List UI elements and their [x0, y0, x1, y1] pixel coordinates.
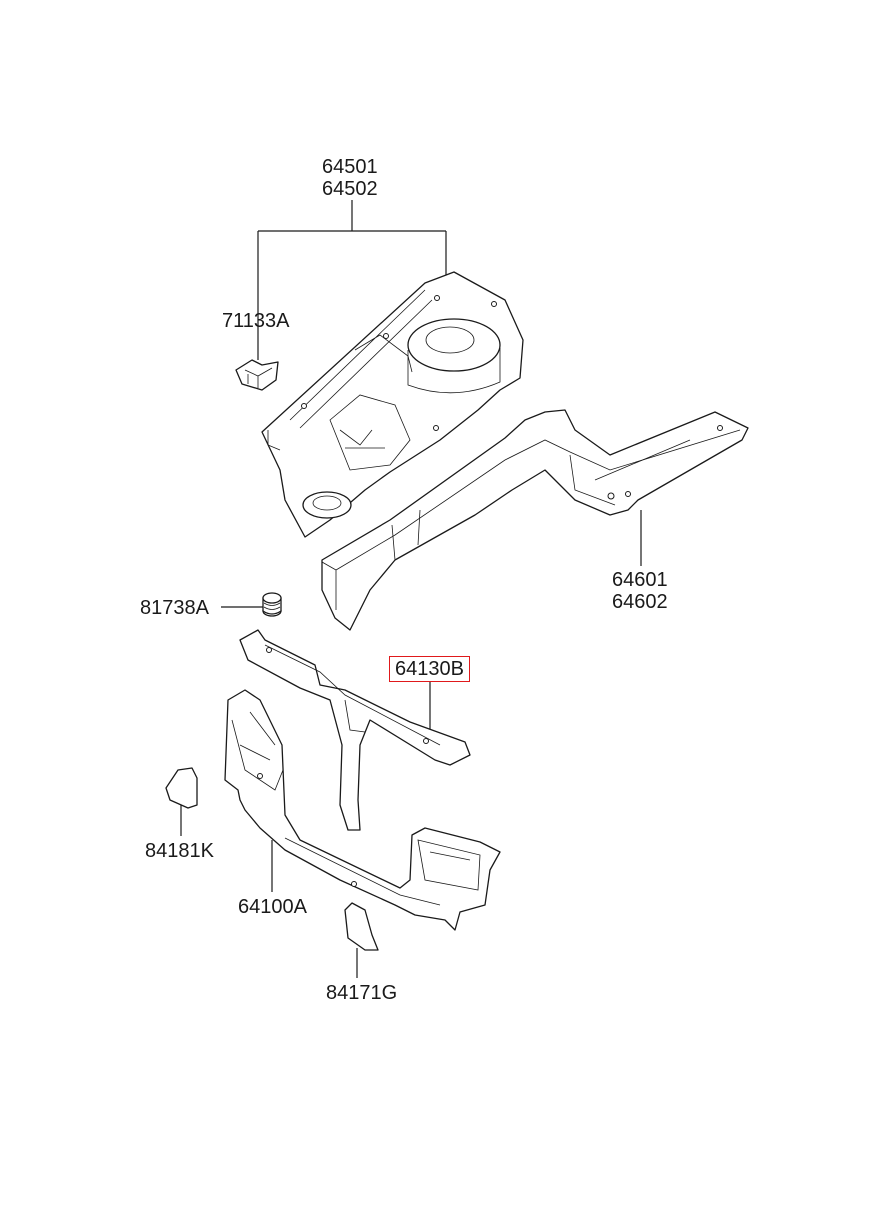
label-64501[interactable]: 64501	[322, 156, 378, 178]
leader-64501	[257, 200, 447, 360]
label-64601[interactable]: 64601	[612, 569, 668, 591]
label-64130B-highlighted[interactable]: 64130B	[389, 656, 470, 682]
label-84181K[interactable]: 84181K	[145, 840, 214, 862]
label-64602[interactable]: 64602	[612, 591, 668, 613]
pad-84171G	[344, 902, 379, 951]
wheel-house-panel-64501	[261, 271, 524, 538]
carrier-assembly-64100A	[224, 689, 501, 931]
label-64100A[interactable]: 64100A	[238, 896, 307, 918]
side-member-64601	[321, 409, 749, 631]
plug-81738A	[262, 592, 282, 617]
upper-crossmember-64130B	[239, 629, 471, 831]
pad-84181K	[165, 767, 198, 809]
label-64502[interactable]: 64502	[322, 178, 378, 200]
label-71133A[interactable]: 71133A	[222, 310, 290, 332]
leader-lines	[180, 200, 642, 978]
label-84171G[interactable]: 84171G	[326, 982, 398, 1004]
label-81738A[interactable]: 81738A	[140, 597, 209, 619]
bracket-71133A	[235, 359, 279, 391]
